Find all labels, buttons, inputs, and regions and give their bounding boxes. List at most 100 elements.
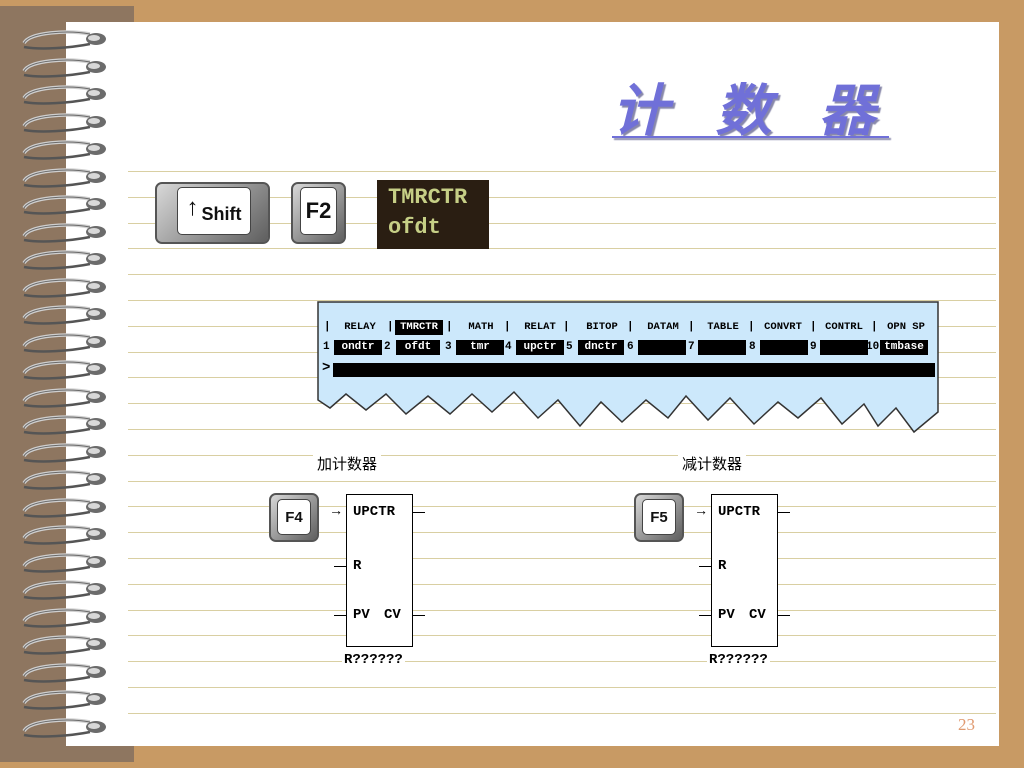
counter-caption: 加计数器 [313, 453, 382, 474]
softkey-tmr[interactable]: tmr [456, 340, 504, 355]
shift-key-label: Shift [201, 203, 242, 224]
spiral-ring-icon [22, 470, 106, 490]
spiral-ring-icon [22, 580, 106, 600]
menu-category[interactable]: DATAM [647, 321, 679, 333]
menu-separator: | [504, 321, 511, 333]
ruled-line [128, 687, 996, 688]
key-label: F5 [642, 499, 676, 535]
counter-caption: 减计数器 [678, 453, 747, 474]
slide-title: 计 数 器 [612, 78, 889, 144]
menu-category[interactable]: MATH [468, 321, 494, 333]
ruled-line [128, 610, 996, 611]
key-label: F4 [277, 499, 311, 535]
spiral-ring-icon [22, 223, 106, 243]
ruled-line [128, 197, 996, 198]
softkey-empty[interactable] [760, 340, 808, 355]
spiral-ring-icon [22, 195, 106, 215]
up-arrow-icon: ↑ [186, 194, 199, 221]
softkey-number: 5 [566, 341, 573, 353]
spiral-ring-icon [22, 663, 106, 683]
menu-separator: | [324, 321, 331, 333]
reset-label: R [353, 558, 362, 574]
reset-wire [699, 566, 711, 567]
menu-category[interactable]: CONVRT [764, 321, 802, 333]
softkey-number: 10 [866, 341, 880, 353]
ruled-line [128, 300, 996, 301]
pv-label: PV [353, 607, 370, 623]
output-wire [778, 512, 790, 513]
spiral-ring-icon [22, 415, 106, 435]
menu-category[interactable]: OPN SP [887, 321, 925, 333]
output-wire [413, 512, 425, 513]
spiral-ring-icon [22, 140, 106, 160]
softkey-upctr[interactable]: upctr [516, 340, 564, 355]
ruled-line [128, 248, 996, 249]
softkey-number: 6 [627, 341, 634, 353]
pv-wire [699, 615, 711, 616]
shift-key-cap: ↑ Shift [177, 187, 251, 235]
menu-category[interactable]: BITOP [586, 321, 618, 333]
menu-category[interactable]: CONTRL [825, 321, 863, 333]
input-arrow-icon: → [332, 504, 341, 520]
f4-key[interactable]: F4 [269, 493, 319, 542]
cv-wire [413, 615, 425, 616]
cv-label: CV [384, 607, 401, 623]
spiral-ring-icon [22, 85, 106, 105]
softkey-number: 9 [810, 341, 817, 353]
menu-category[interactable]: RELAT [524, 321, 556, 333]
f5-key[interactable]: F5 [634, 493, 684, 542]
display-line-1: TMRCTR [388, 185, 468, 210]
reset-wire [334, 566, 346, 567]
softkey-number: 1 [323, 341, 330, 353]
spiral-ring-icon [22, 525, 106, 545]
menu-category[interactable]: RELAY [344, 321, 376, 333]
shift-key[interactable]: ↑ Shift [155, 182, 270, 244]
display-line-2: ofdt [388, 215, 441, 240]
spiral-ring-icon [22, 250, 106, 270]
input-arrow-icon: → [697, 504, 706, 520]
spiral-ring-icon [22, 333, 106, 353]
spiral-ring-icon [22, 388, 106, 408]
cv-label: CV [749, 607, 766, 623]
spiral-ring-icon [22, 498, 106, 518]
spiral-ring-icon [22, 278, 106, 298]
softkey-dnctr[interactable]: dnctr [578, 340, 624, 355]
ruled-line [128, 532, 996, 533]
spiral-ring-icon [22, 113, 106, 133]
spiral-ring-icon [22, 608, 106, 628]
softkey-ondtr[interactable]: ondtr [334, 340, 382, 355]
spiral-ring-icon [22, 690, 106, 710]
pv-label: PV [718, 607, 735, 623]
softkey-ofdt[interactable]: ofdt [396, 340, 440, 355]
ruled-line [128, 584, 996, 585]
softkey-empty[interactable] [820, 340, 868, 355]
spiral-ring-icon [22, 305, 106, 325]
f2-key-label: F2 [300, 187, 337, 235]
menu-separator: | [387, 321, 394, 333]
menu-separator: | [748, 321, 755, 333]
menu-category[interactable]: TMRCTR [395, 320, 443, 335]
menu-category[interactable]: TABLE [707, 321, 739, 333]
softkey-number: 3 [445, 341, 452, 353]
ruled-line [128, 455, 996, 456]
softkey-empty[interactable] [698, 340, 746, 355]
f2-key[interactable]: F2 [291, 182, 346, 244]
cv-wire [778, 615, 790, 616]
menu-separator: | [627, 321, 634, 333]
softkey-empty[interactable] [638, 340, 686, 355]
ruled-line [128, 274, 996, 275]
block-label: UPCTR [353, 504, 396, 520]
softkey-number: 8 [749, 341, 756, 353]
command-prompt: > [322, 360, 331, 376]
softkey-tmbase[interactable]: tmbase [880, 340, 928, 355]
spiral-ring-icon [22, 553, 106, 573]
counter-function-block [711, 494, 778, 647]
spiral-ring-icon [22, 360, 106, 380]
spiral-ring-icon [22, 168, 106, 188]
counter-function-block [346, 494, 413, 647]
ruled-line [128, 558, 996, 559]
command-line-input[interactable] [333, 363, 935, 377]
softkey-number: 4 [505, 341, 512, 353]
menu-separator: | [563, 321, 570, 333]
ruled-line [128, 223, 996, 224]
